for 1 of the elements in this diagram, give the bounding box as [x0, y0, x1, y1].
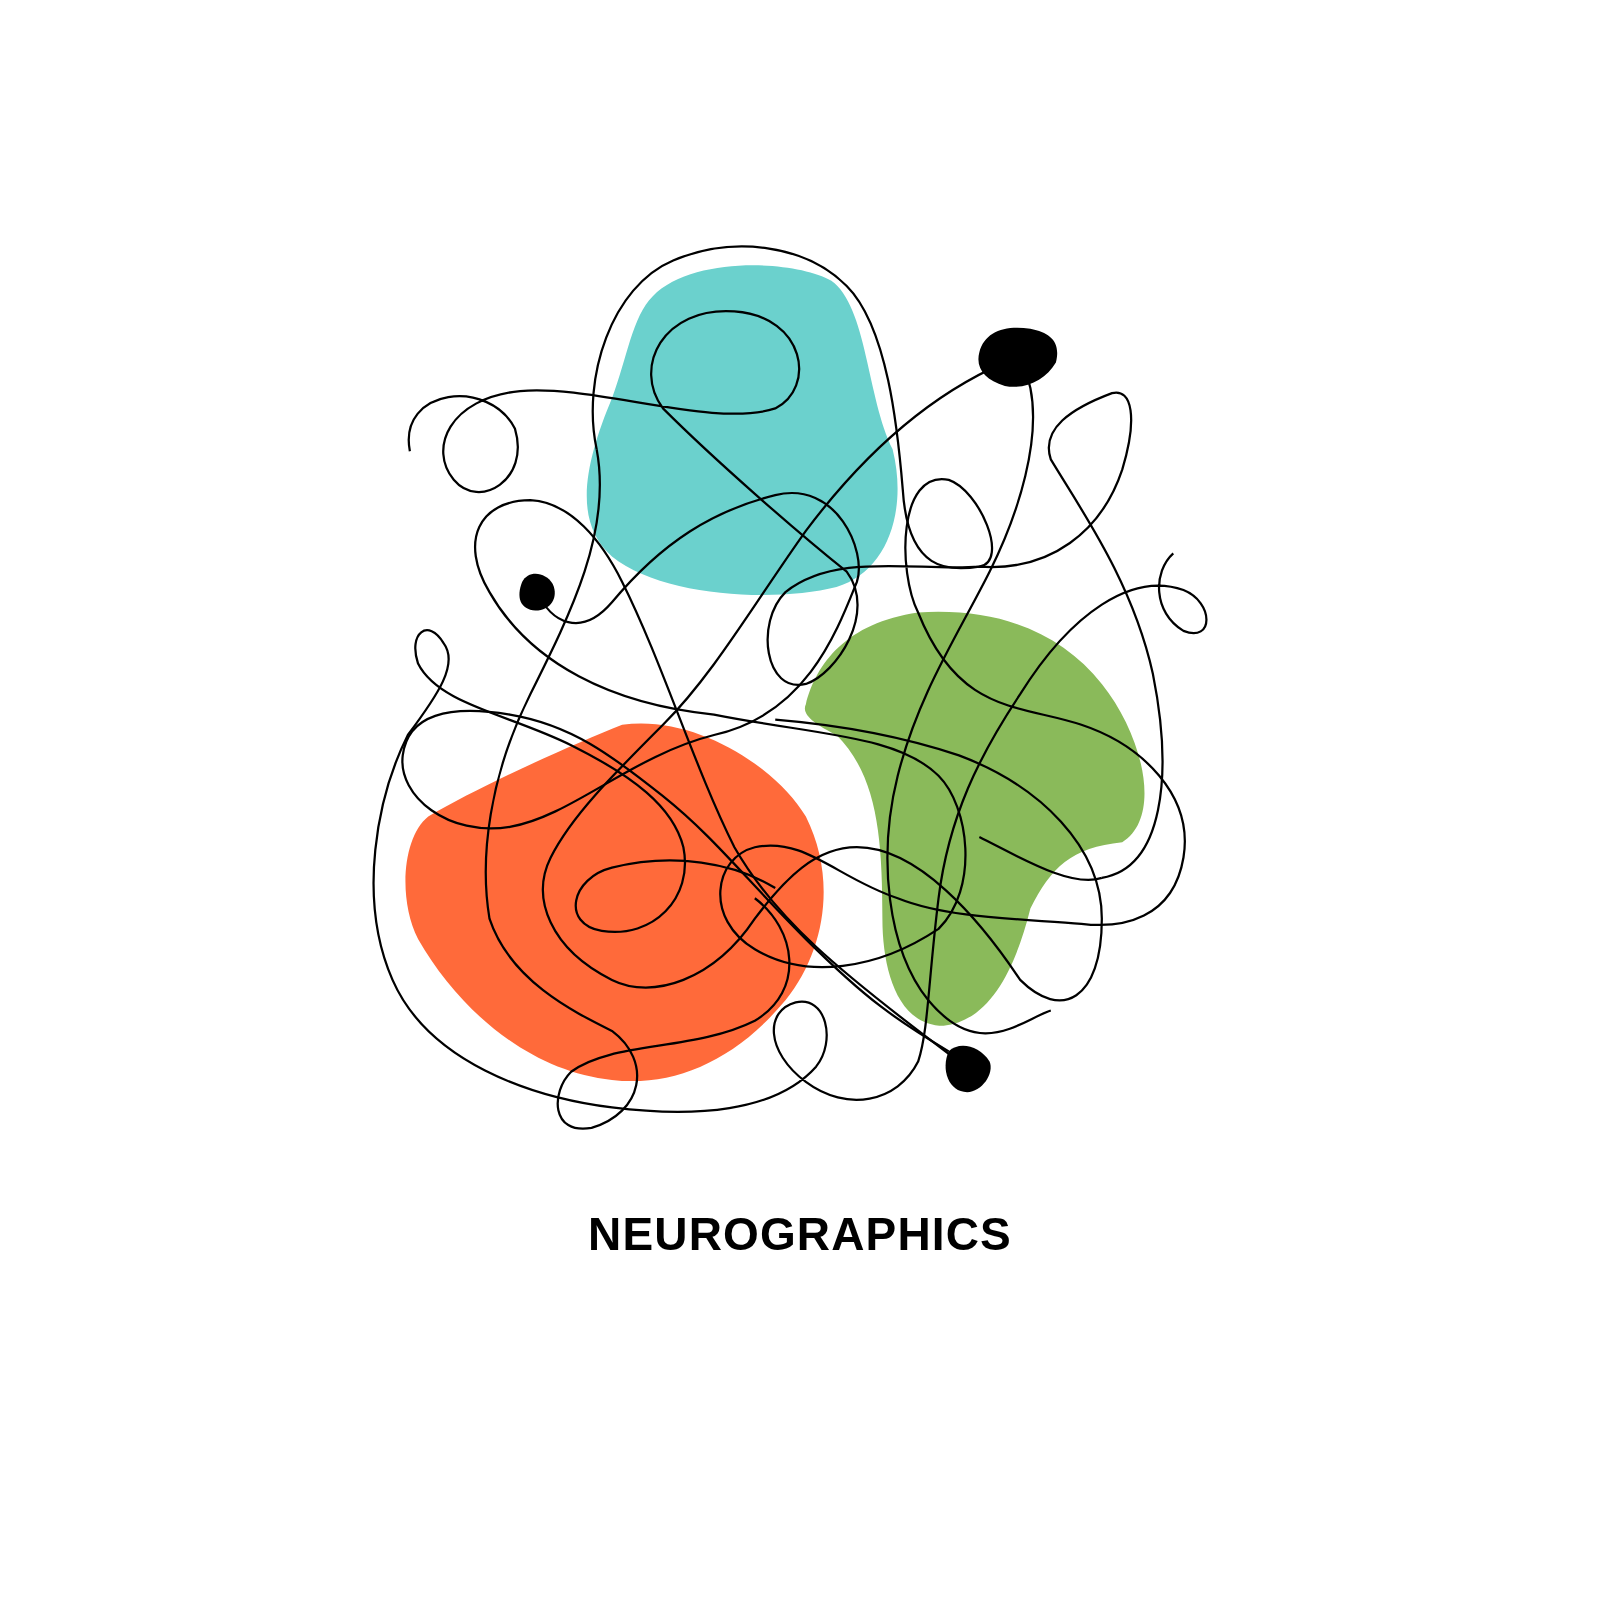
title: NEUROGRAPHICS — [588, 1207, 1012, 1262]
